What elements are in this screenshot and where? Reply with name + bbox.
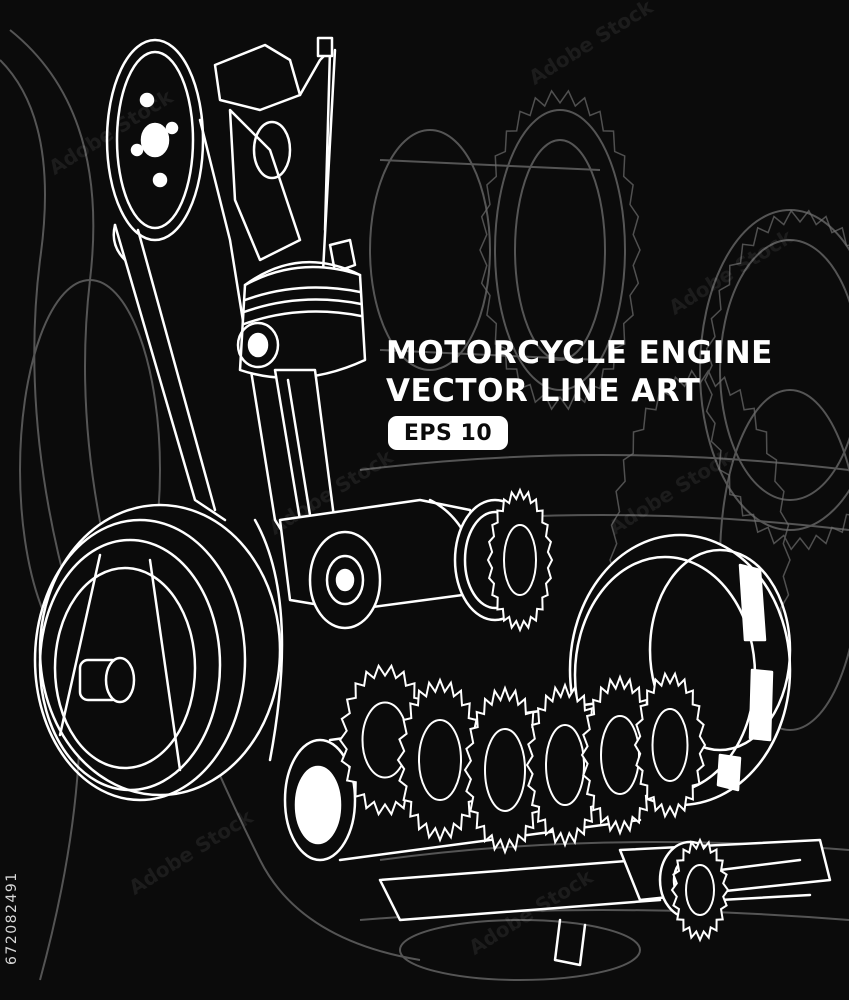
gear-hub: [651, 708, 689, 782]
gear-hub: [503, 524, 537, 596]
stock-id-number: 672082491: [4, 871, 20, 965]
gear-hub: [418, 719, 462, 801]
gear-wheel: [670, 837, 730, 943]
gear-wheel: [486, 487, 554, 633]
flywheel: [33, 503, 284, 802]
piston: [236, 260, 367, 380]
ghost-gear: [704, 209, 849, 551]
headline-line-2: VECTOR LINE ART: [386, 373, 701, 409]
ghost-gear: [479, 89, 641, 411]
gear-wheel: [463, 685, 547, 855]
gear-wheel: [633, 671, 707, 819]
valve-rocker: [213, 36, 357, 292]
gear-wheel: [396, 677, 484, 843]
camshaft-sprocket: [105, 38, 205, 242]
gear-hub: [484, 728, 526, 812]
gear-wheel: [525, 682, 605, 848]
transmission-gears: [338, 487, 730, 943]
gear-hub: [685, 864, 715, 916]
gear-wheel: [580, 674, 660, 836]
gear-hub: [545, 724, 585, 806]
headline-line-1: MOTORCYCLE ENGINE: [386, 335, 773, 371]
format-badge: EPS 10: [388, 416, 508, 450]
format-badge-label: EPS 10: [403, 420, 493, 446]
